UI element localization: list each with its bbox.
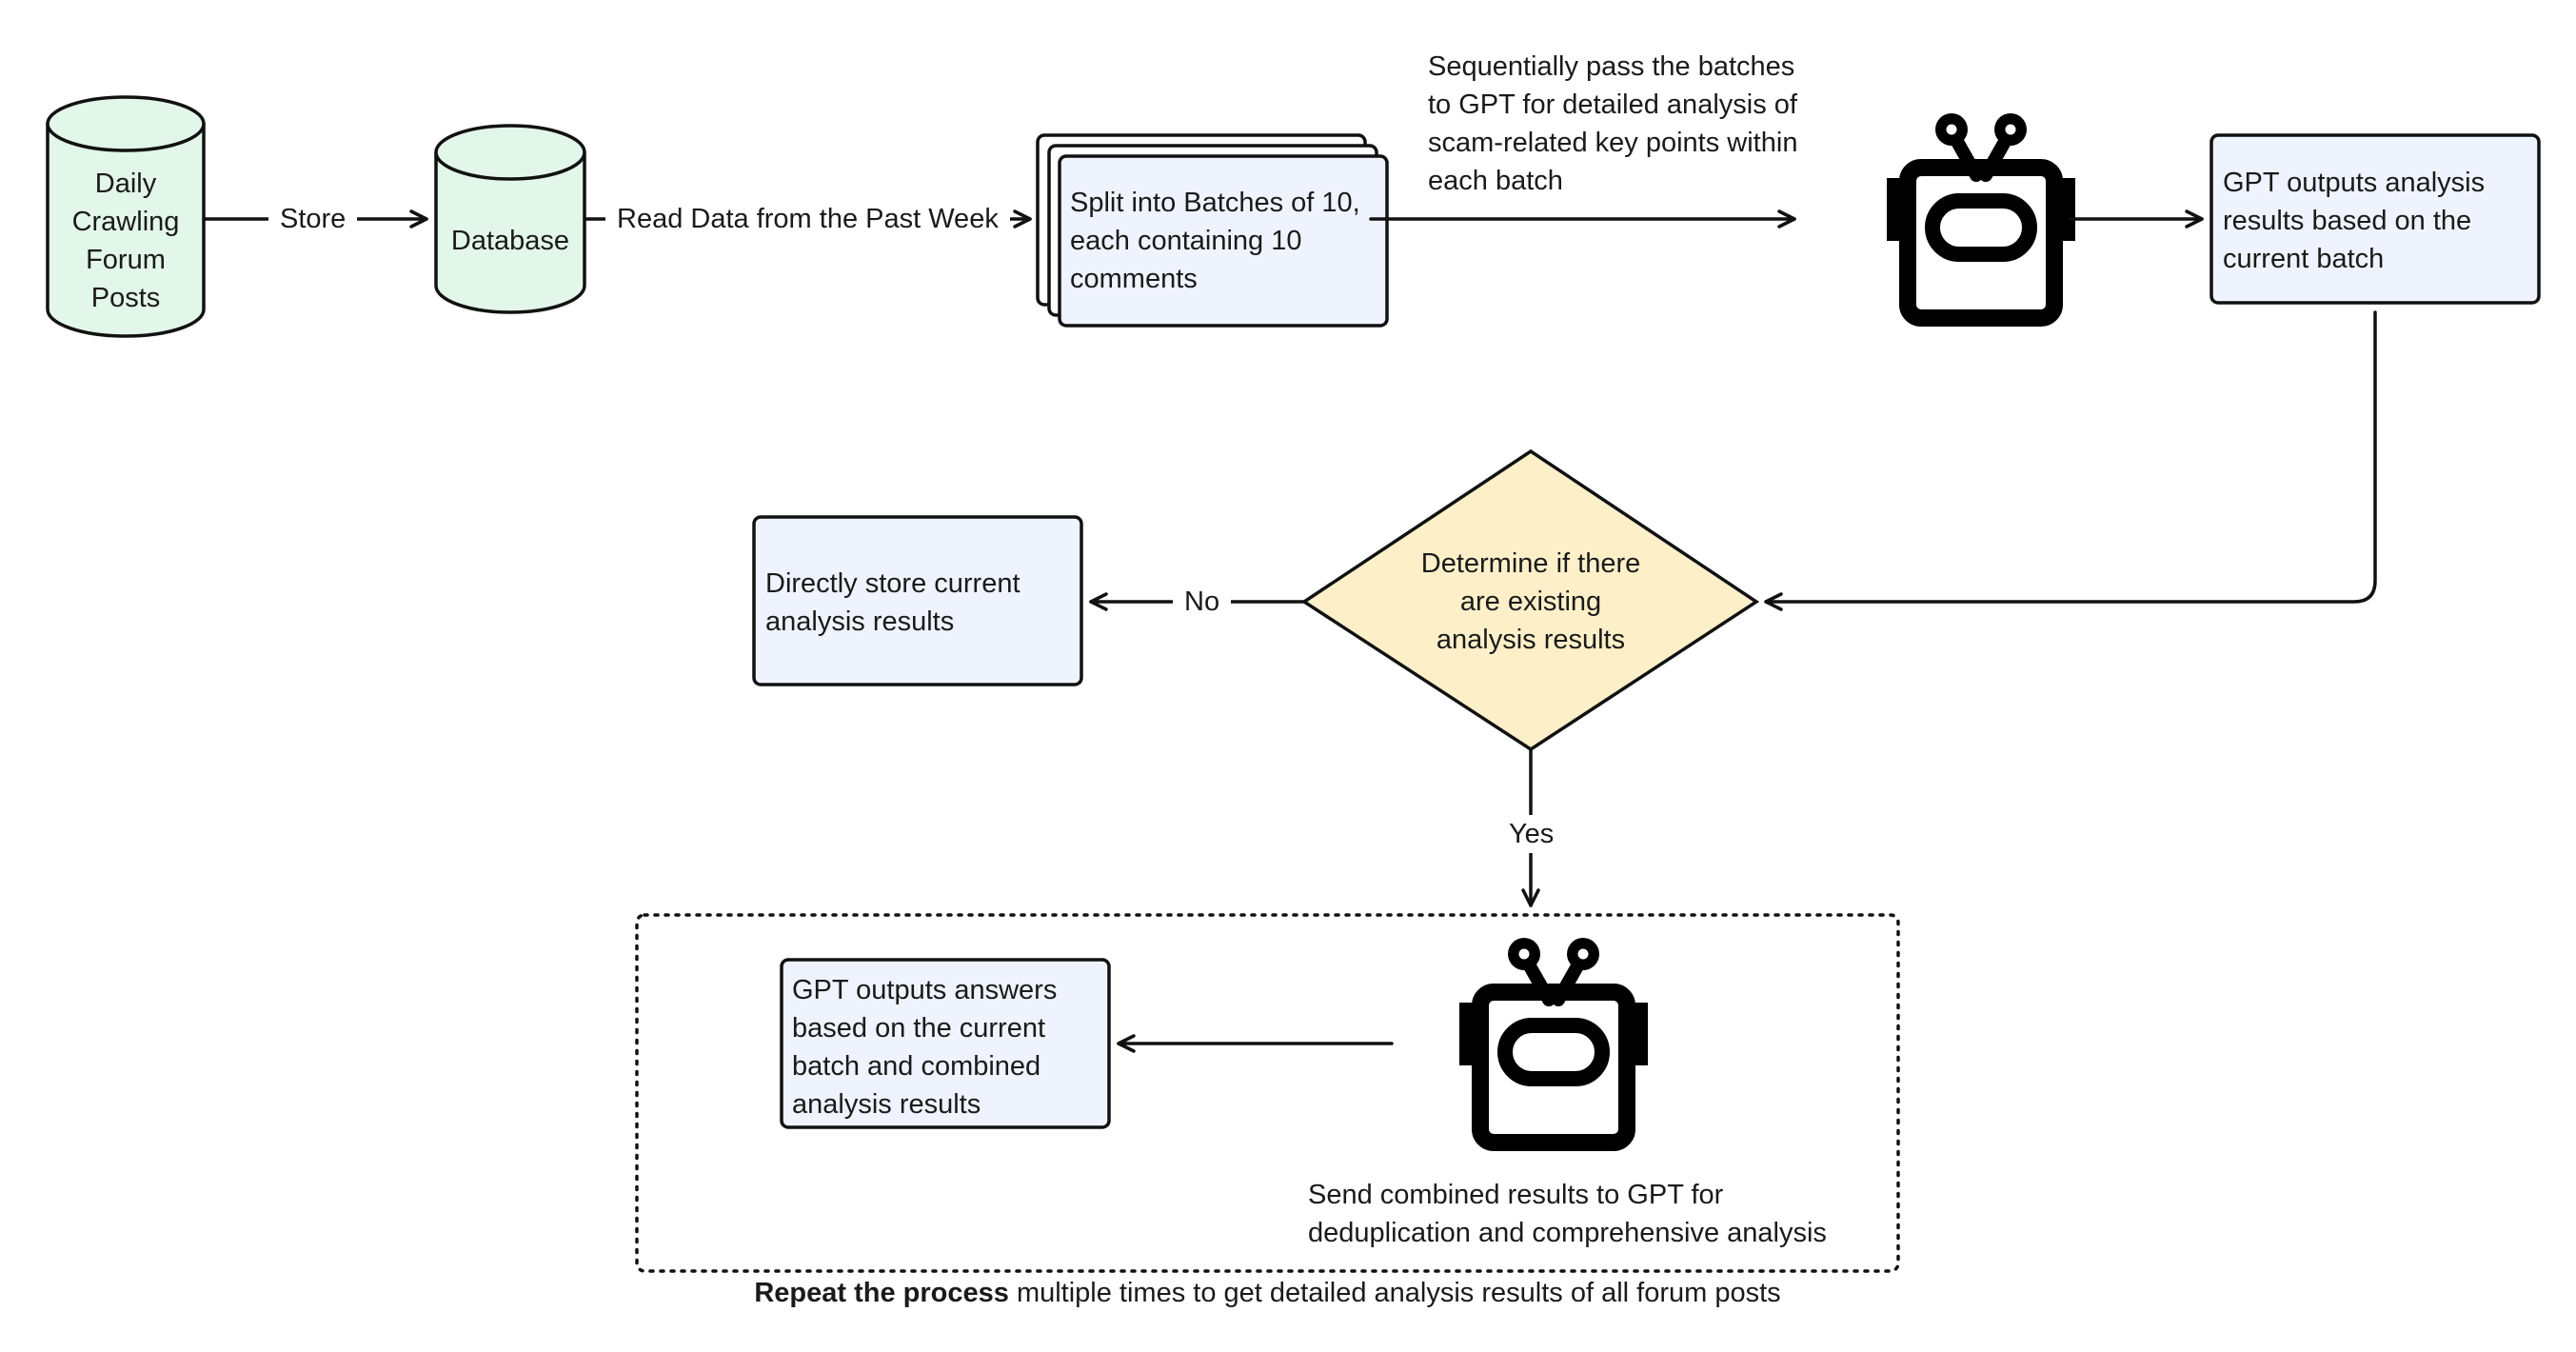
repeat-loop-container bbox=[635, 913, 1900, 1273]
edge-to-decision bbox=[1764, 310, 2377, 611]
gpt-output-box bbox=[2209, 133, 2541, 305]
footer-caption: Repeat the process multiple times to get… bbox=[637, 1274, 1898, 1312]
robot-icon bbox=[1887, 113, 2075, 318]
database-cylinder bbox=[434, 124, 586, 314]
crawl-cylinder bbox=[46, 95, 206, 338]
decision-label: Determine if there are existing analysis… bbox=[1420, 548, 1641, 655]
store-direct-label: Directly store current analysis results bbox=[765, 568, 1020, 637]
robot-icon bbox=[1459, 938, 1648, 1143]
footer-rest: multiple times to get detailed analysis … bbox=[1008, 1278, 1781, 1308]
edge-label-store: Store bbox=[268, 200, 358, 238]
edge-label-pass: Sequentially pass the batches to GPT for… bbox=[1428, 51, 1798, 196]
split-label: Split into Batches of 10, each containin… bbox=[1070, 188, 1360, 294]
edge-label-no: No bbox=[1173, 583, 1232, 621]
footer-bold: Repeat the process bbox=[754, 1278, 1009, 1308]
edge-label-send-combined: Send combined results to GPT for dedupli… bbox=[1308, 1180, 1827, 1248]
crawl-label: Daily Crawling Forum Posts bbox=[71, 169, 180, 313]
gpt-answer-box bbox=[780, 958, 1111, 1129]
edge-label-read: Read Data from the Past Week bbox=[605, 200, 1010, 238]
store-direct-box bbox=[752, 515, 1083, 686]
database-label: Database bbox=[450, 226, 570, 256]
edge-label-yes: Yes bbox=[1497, 815, 1566, 853]
split-batches-stack bbox=[1036, 133, 1389, 328]
gpt-answer-label: GPT outputs answers based on the current… bbox=[792, 975, 1058, 1120]
connectors bbox=[202, 209, 2377, 1053]
gpt-output-label: GPT outputs analysis results based on th… bbox=[2223, 168, 2486, 274]
